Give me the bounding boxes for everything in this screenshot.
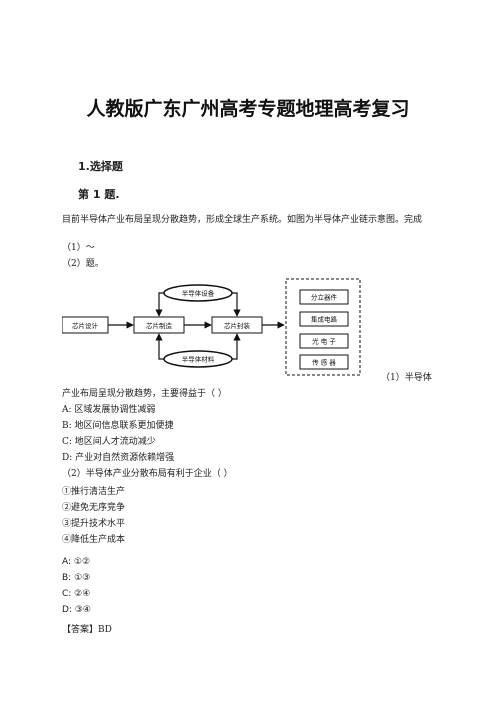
label-chip-design: 芯片设计	[72, 321, 99, 330]
q2-option-a: A: ①②	[62, 557, 91, 567]
label-product-ic: 集成电路	[311, 315, 338, 324]
label-product-sensor: 传 感 器	[312, 358, 336, 367]
section-heading: 1.选择题	[78, 160, 123, 173]
q1-text: 产业布局呈现分散趋势，主要得益于（ ）	[62, 389, 227, 399]
label-materials: 半导体材料	[182, 355, 215, 364]
question-number: 第 1 题.	[78, 188, 120, 201]
answer: 【答案】BD	[62, 625, 112, 635]
q1-option-d: D: 产业对自然资源依赖增强	[62, 453, 175, 463]
q1-option-b: B: 地区间信息联系更加便捷	[62, 421, 174, 431]
q2-text: （2）半导体产业分散布局有利于企业（ ）	[62, 469, 233, 479]
label-chip-package: 芯片封装	[224, 321, 251, 330]
industry-chain-diagram: 芯片设计 芯片制造 芯片封装 半导体设备 半导体材料 分立器件 集成电路 光 电…	[62, 278, 361, 376]
label-equipment: 半导体设备	[182, 289, 215, 298]
q1-option-a: A: 区域发展协调性减弱	[62, 405, 156, 415]
box-product-optoelectronic	[299, 333, 349, 349]
box-product-ic	[299, 311, 349, 327]
arrow-equipment-to-manufacture	[155, 292, 164, 317]
question-intro: 目前半导体产业布局呈现分散趋势，形成全球生产系统。如图为半导体产业链示意图。完成	[62, 215, 423, 225]
q2-item-4: ④降低生产成本	[62, 535, 126, 545]
label-product-optoelectronic: 光 电 子	[312, 337, 336, 346]
q1-option-c: C: 地区间人才流动减少	[62, 437, 156, 447]
intro-sub-1: （1）～	[62, 243, 95, 253]
q2-option-d: D: ③④	[62, 605, 91, 615]
q1-lead: （1）半导体	[381, 373, 432, 383]
label-product-discrete: 分立器件	[311, 293, 338, 302]
q2-item-3: ③提升技术水平	[62, 519, 126, 529]
box-product-discrete	[299, 289, 349, 305]
q2-option-c: C: ②④	[62, 589, 91, 599]
q2-item-2: ②避免无序竞争	[62, 503, 126, 513]
arrow-materials-to-package	[232, 333, 241, 360]
intro-sub-2: （2）题。	[62, 259, 104, 269]
q2-option-b: B: ①③	[62, 573, 91, 583]
arrow-equipment-to-package	[232, 292, 241, 317]
label-chip-manufacture: 芯片制造	[146, 321, 173, 330]
arrow-materials-to-manufacture	[155, 333, 164, 360]
page-title: 人教版广东广州高考专题地理高考复习	[86, 98, 410, 120]
q2-item-1: ①推行清洁生产	[62, 487, 126, 497]
box-product-sensor	[299, 354, 349, 370]
